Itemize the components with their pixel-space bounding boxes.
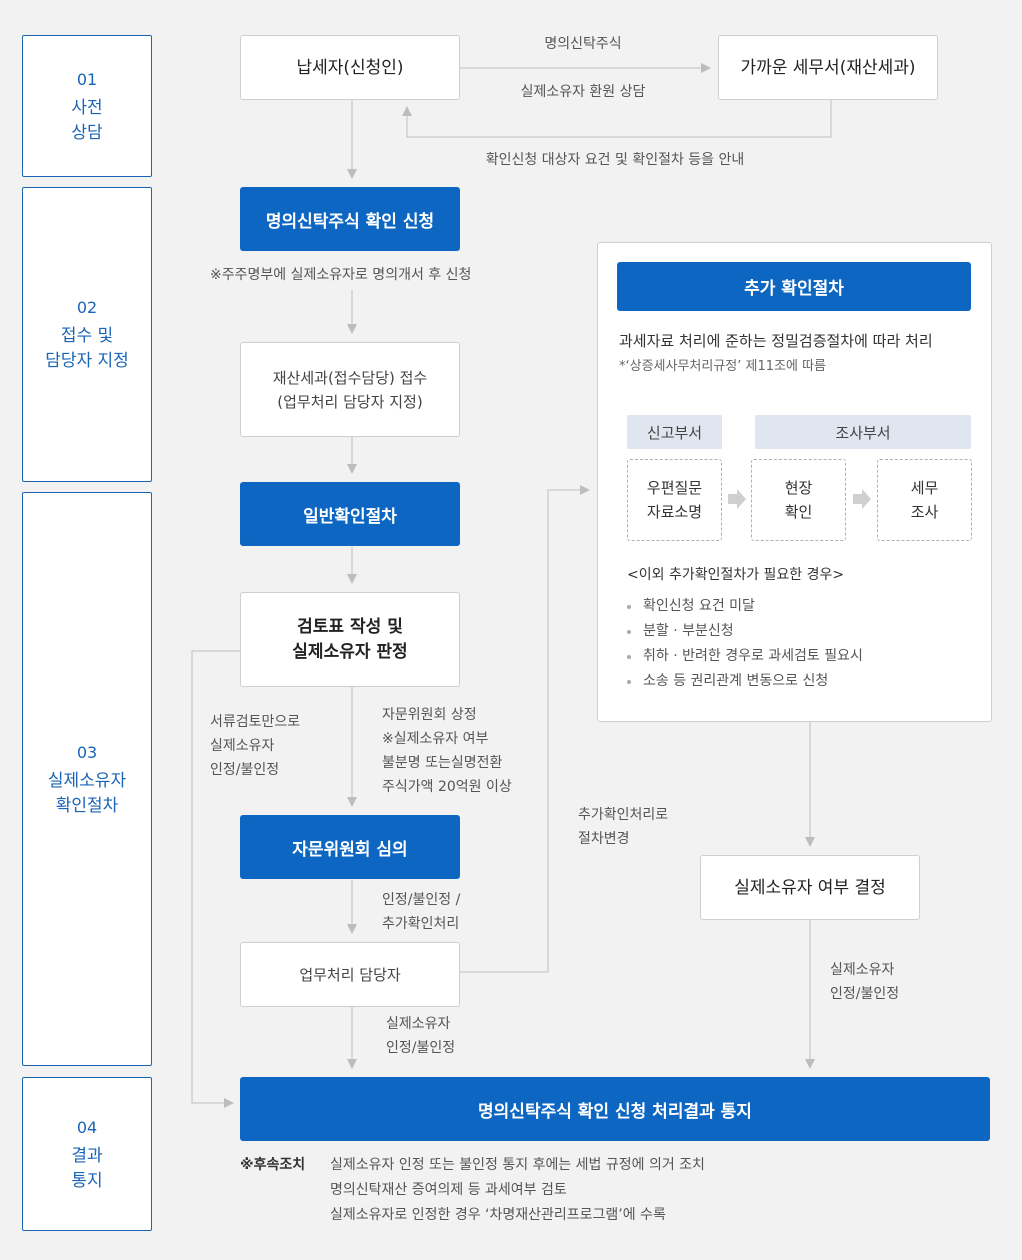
final-notice-box: 명의신탁주식 확인 신청 처리결과 통지 bbox=[240, 1077, 990, 1141]
list-item: 분할 · 부분신청 bbox=[627, 619, 863, 644]
review-box: 검토표 작성 및 실제소유자 판정 bbox=[240, 592, 460, 687]
stage-label: 결과 통지 bbox=[71, 1145, 103, 1191]
stage-03: 03 실제소유자 확인절차 bbox=[22, 492, 152, 1066]
taxpayer-box: 납세자(신청인) bbox=[240, 35, 460, 100]
stage-label: 실제소유자 확인절차 bbox=[47, 770, 127, 816]
step-tax-investigation: 세무 조사 bbox=[877, 459, 972, 541]
followup-label: ※후속조치 bbox=[240, 1157, 306, 1173]
stage-number: 01 bbox=[76, 69, 98, 89]
panel-desc: 과세자료 처리에 준하는 정밀검증절차에 따라 처리 bbox=[619, 332, 933, 350]
dept-investigation: 조사부서 bbox=[755, 415, 971, 449]
tax-office-box: 가까운 세무서(재산세과) bbox=[718, 35, 938, 100]
consult-bottom-label: 실제소유자 환원 상담 bbox=[520, 84, 646, 100]
committee-note: 자문위원회 상정 ※실제소유자 여부 불분명 또는실명전환 주식가액 20억원 … bbox=[382, 707, 512, 795]
committee-box: 자문위원회 심의 bbox=[240, 815, 460, 879]
stage-04: 04 결과 통지 bbox=[22, 1077, 152, 1231]
consult-top-label: 명의신탁주식 bbox=[544, 36, 622, 52]
committee-result-note: 인정/불인정 / 추가확인처리 bbox=[382, 892, 461, 932]
dept-report: 신고부서 bbox=[627, 415, 722, 449]
general-procedure-box: 일반확인절차 bbox=[240, 482, 460, 546]
handler-result-note: 실제소유자 인정/불인정 bbox=[386, 1016, 456, 1056]
receipt-box: 재산세과(접수담당) 접수 (업무처리 담당자 지정) bbox=[240, 342, 460, 437]
followup-line: 실제소유자 인정 또는 불인정 통지 후에는 세법 규정에 의거 조치 bbox=[330, 1157, 705, 1173]
connector-office-back bbox=[402, 100, 832, 138]
handler-box: 업무처리 담당자 bbox=[240, 942, 460, 1007]
change-note: 추가확인처리로 절차변경 bbox=[578, 807, 669, 847]
followup-line: 명의신탁재산 증여의제 등 과세여부 검토 bbox=[330, 1182, 567, 1198]
guide-note: 확인신청 대상자 요건 및 확인절차 등을 안내 bbox=[485, 152, 745, 168]
step-postal-inquiry: 우편질문 자료소명 bbox=[627, 459, 722, 541]
stage-label: 접수 및 담당자 지정 bbox=[45, 326, 129, 371]
apply-note: ※주주명부에 실제소유자로 명의개서 후 신청 bbox=[210, 267, 472, 283]
stage-01: 01 사전 상담 bbox=[22, 35, 152, 177]
apply-box: 명의신탁주식 확인 신청 bbox=[240, 187, 460, 251]
stage-number: 02 bbox=[76, 298, 98, 317]
step-arrow-icon bbox=[853, 489, 871, 509]
stage-number: 03 bbox=[76, 742, 98, 762]
stage-02: 02 접수 및 담당자 지정 bbox=[22, 187, 152, 482]
connector-handler-panel bbox=[460, 485, 590, 973]
other-cases-list: 확인신청 요건 미달 분할 · 부분신청 취하 · 반려한 경우로 과세검토 필… bbox=[627, 594, 863, 694]
connector-review-bypass bbox=[191, 650, 240, 1108]
followup-line: 실제소유자로 인정한 경우 ‘차명재산관리프로그램’에 수록 bbox=[330, 1207, 666, 1223]
step-site-check: 현장 확인 bbox=[751, 459, 846, 541]
decision-result-note: 실제소유자 인정/불인정 bbox=[830, 962, 900, 1002]
panel-sub: *‘상증세사무처리규정’ 제11조에 따름 bbox=[619, 359, 827, 374]
list-item: 취하 · 반려한 경우로 과세검토 필요시 bbox=[627, 644, 863, 669]
decision-box: 실제소유자 여부 결정 bbox=[700, 855, 920, 920]
doc-only-note: 서류검토만으로 실제소유자 인정/불인정 bbox=[210, 714, 301, 778]
stage-number: 04 bbox=[76, 1117, 98, 1137]
list-item: 확인신청 요건 미달 bbox=[627, 594, 863, 619]
step-arrow-icon bbox=[728, 489, 746, 509]
stage-label: 사전 상담 bbox=[71, 97, 103, 143]
list-item: 소송 등 권리관계 변동으로 신청 bbox=[627, 669, 863, 694]
other-cases-title: <이외 추가확인절차가 필요한 경우> bbox=[627, 567, 845, 583]
panel-title: 추가 확인절차 bbox=[617, 262, 971, 311]
